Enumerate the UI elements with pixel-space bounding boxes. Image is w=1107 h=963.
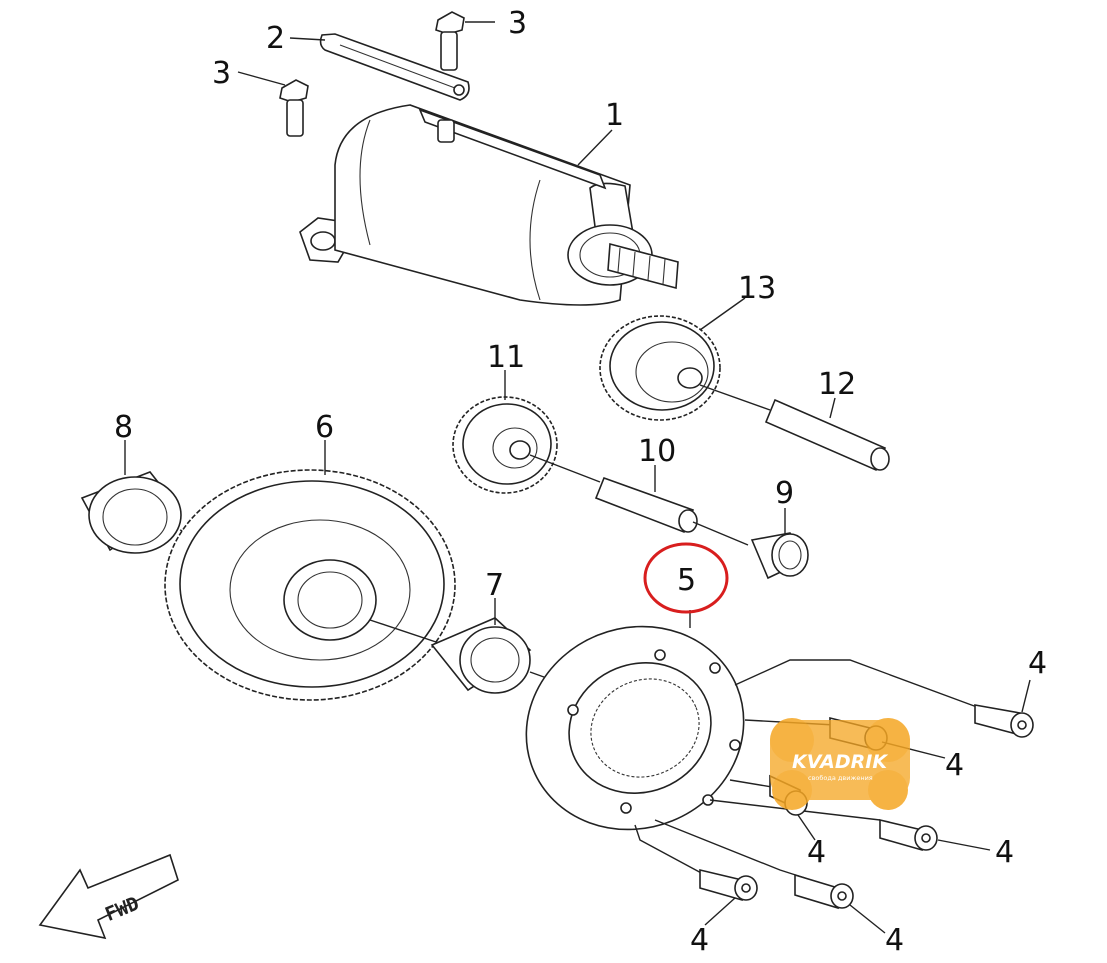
callout-11: 11: [487, 340, 525, 375]
callout-4-e: 4: [690, 923, 709, 958]
watermark-brand: KVADRIK: [792, 751, 888, 773]
gear-13: [599, 315, 721, 421]
callout-4-d: 4: [995, 835, 1014, 870]
callout-8: 8: [114, 410, 133, 445]
starter-driven-gear-6: [164, 469, 456, 701]
needle-bearing-7: [430, 617, 532, 694]
one-way-clutch-5: [525, 625, 745, 831]
kvadrik-watermark: KVADRIK свобода движения: [770, 718, 910, 810]
clamp-plate: [319, 33, 470, 101]
highlight-circle: [643, 542, 729, 614]
callout-12: 12: [818, 367, 856, 402]
starter-motor: [299, 104, 679, 306]
callout-1: 1: [605, 98, 624, 133]
bolt-4-e: [699, 868, 758, 902]
fwd-arrow: FWD: [38, 853, 179, 940]
callout-4-a: 4: [1028, 646, 1047, 681]
callout-5: 5: [677, 563, 696, 598]
bolt-3-left: [279, 79, 309, 137]
callout-3-top: 3: [508, 6, 527, 41]
bolt-4-f: [794, 873, 854, 910]
callout-3-left: 3: [212, 56, 231, 91]
callout-4-f: 4: [885, 923, 904, 958]
bolt-4-a: [974, 704, 1034, 738]
bolt-3-top: [435, 11, 465, 71]
callout-13: 13: [738, 271, 776, 306]
callout-9: 9: [775, 476, 794, 511]
callout-4-c: 4: [807, 835, 826, 870]
callout-6: 6: [315, 410, 334, 445]
shaft-10: [594, 476, 698, 534]
callout-2: 2: [266, 21, 285, 56]
bearing-8: [80, 471, 182, 554]
bushing-9: [750, 532, 809, 580]
shaft-12: [764, 398, 890, 472]
watermark-tagline: свобода движения: [808, 774, 873, 782]
callout-10: 10: [638, 434, 676, 469]
gear-11: [452, 396, 558, 494]
callout-4-b: 4: [945, 748, 964, 783]
callout-7: 7: [485, 568, 504, 603]
bolt-4-d: [879, 818, 938, 852]
